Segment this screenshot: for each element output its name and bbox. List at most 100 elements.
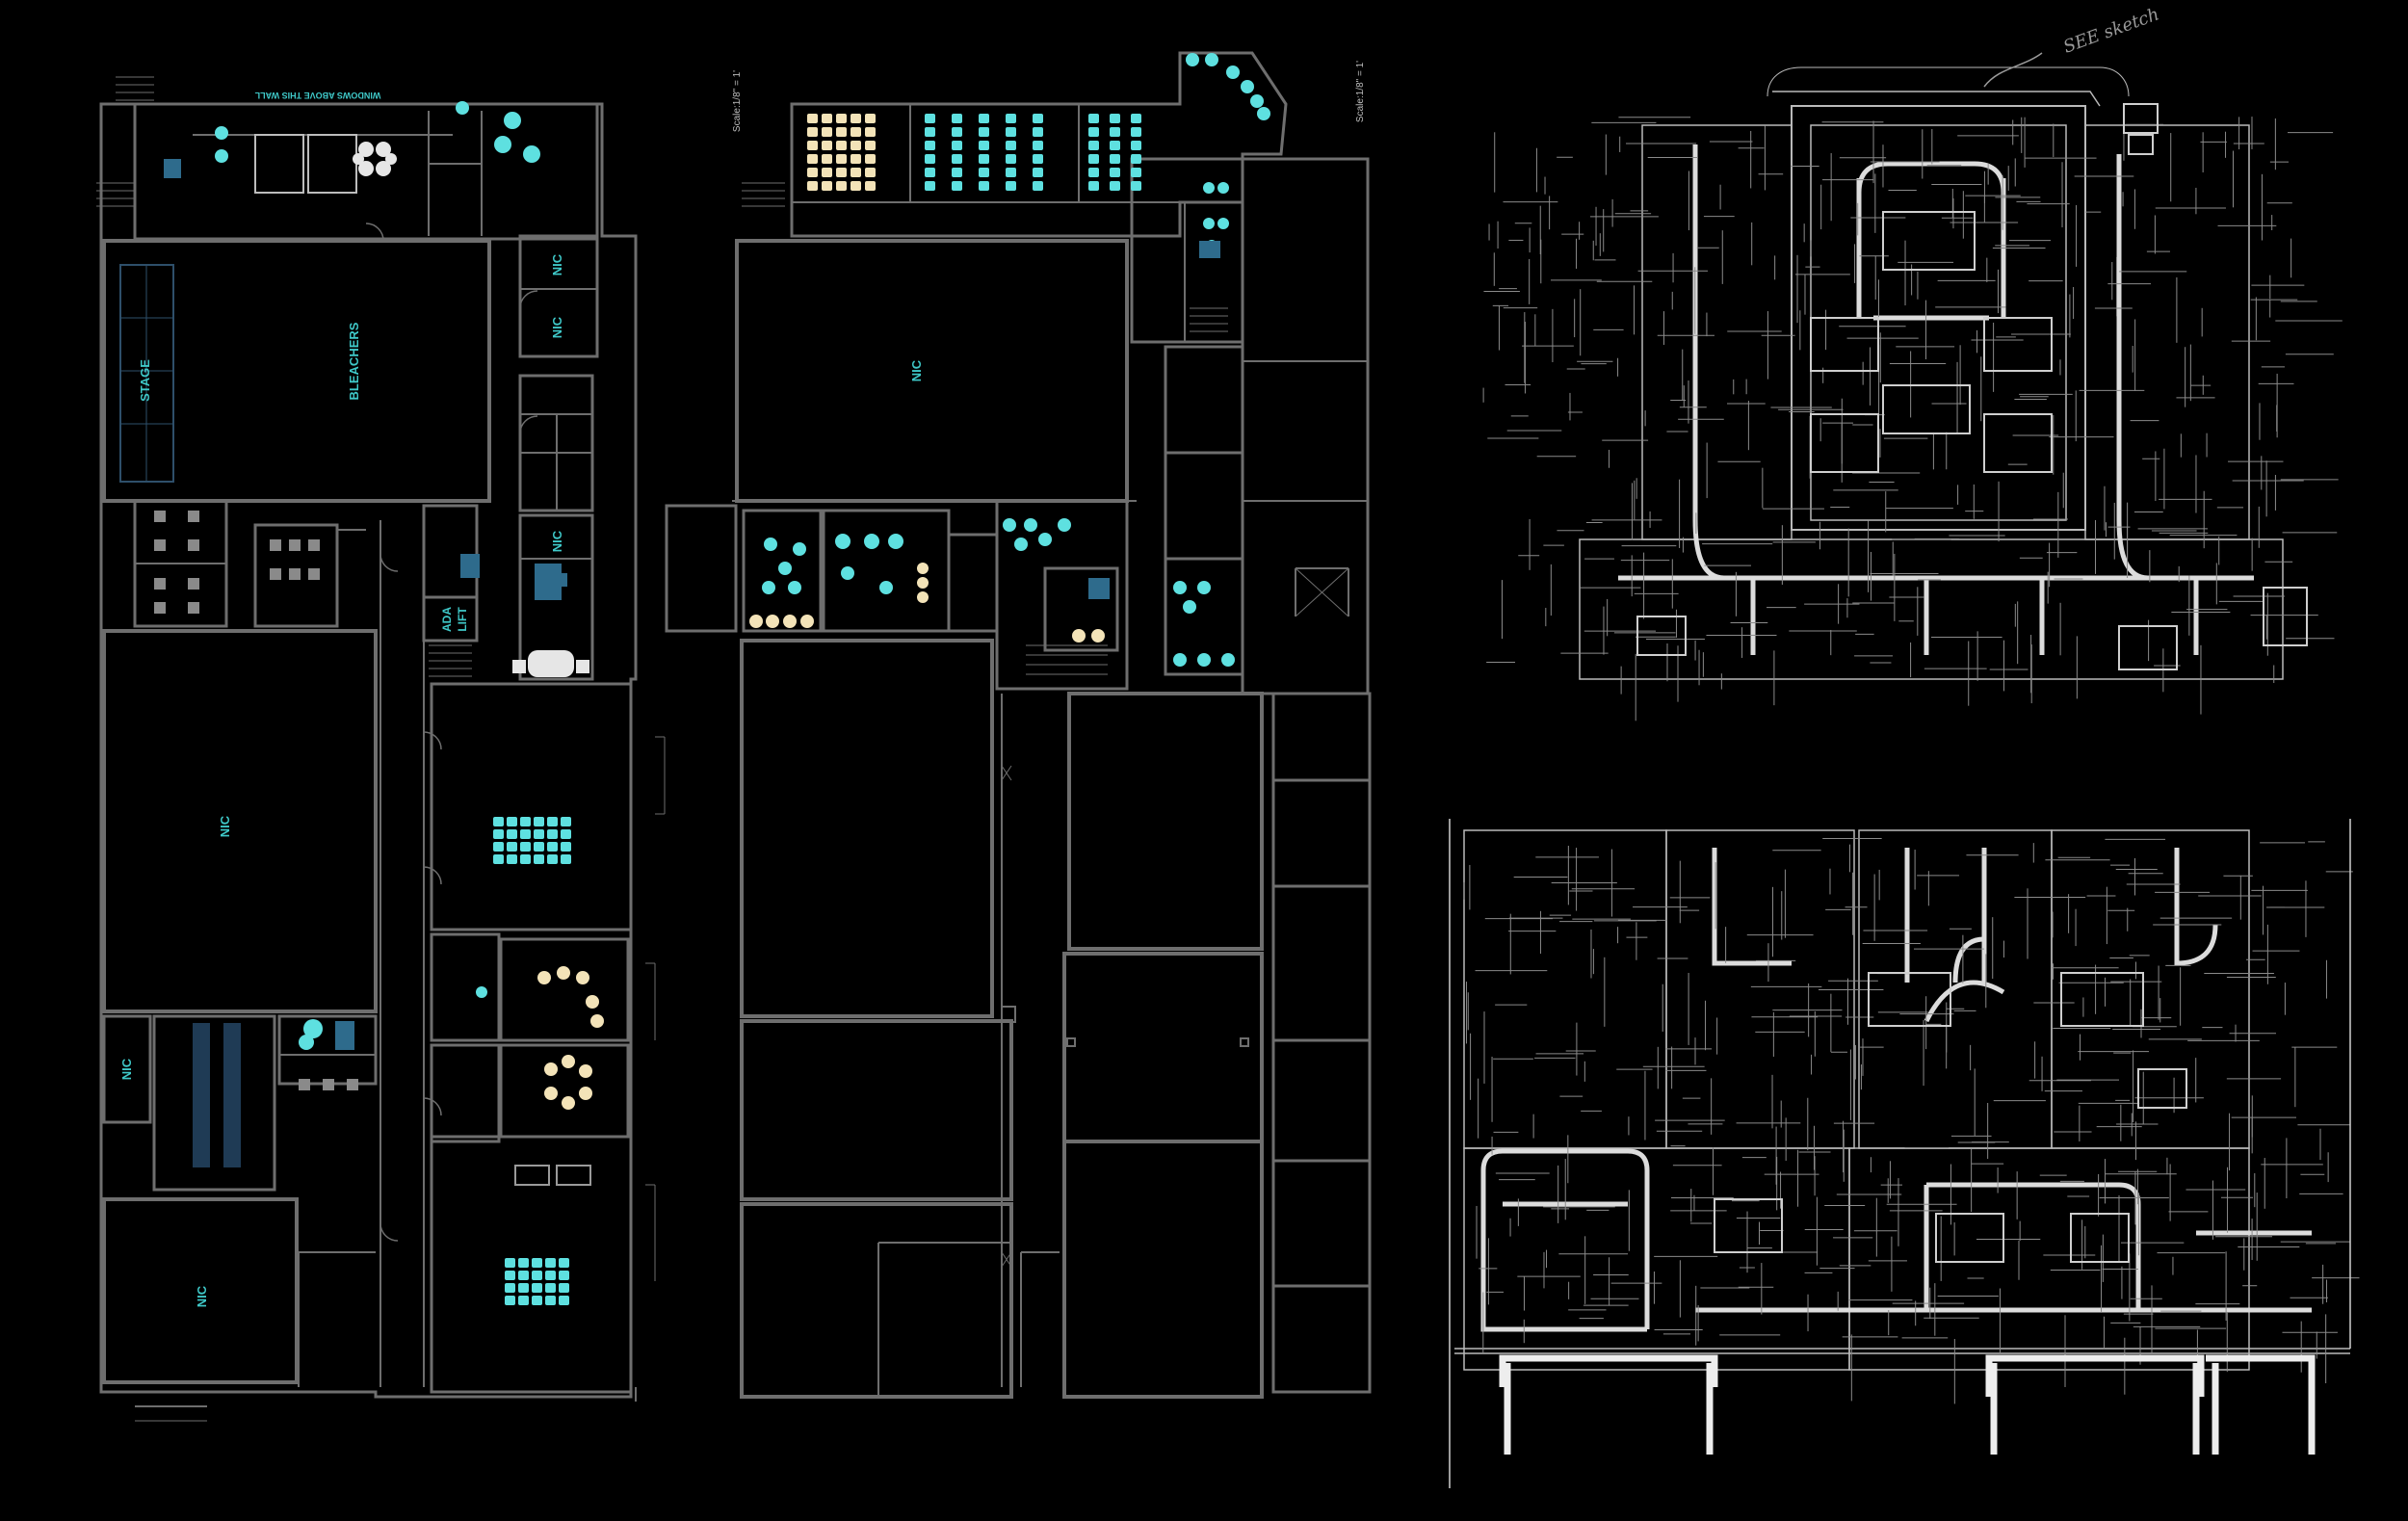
desk (952, 127, 962, 137)
desk (532, 1283, 542, 1293)
desk (1131, 154, 1141, 164)
desk (979, 168, 989, 177)
desk (925, 168, 935, 177)
desk (979, 181, 989, 191)
nic-label-gym: NIC (909, 359, 924, 381)
desk (561, 854, 571, 864)
desk (518, 1271, 529, 1280)
desk (1088, 168, 1099, 177)
desk (1033, 181, 1043, 191)
nic-label-main: NIC (218, 815, 232, 837)
desk (925, 114, 935, 123)
desk (559, 1296, 569, 1305)
desk (559, 1271, 569, 1280)
desk (507, 817, 517, 826)
desk (851, 141, 861, 150)
desk (520, 829, 531, 839)
desk (822, 114, 832, 123)
desk (505, 1283, 515, 1293)
desk (1006, 114, 1016, 123)
desk (865, 181, 876, 191)
desk (1088, 181, 1099, 191)
mechanical-blueprint (1449, 66, 2360, 1488)
desk (505, 1258, 515, 1268)
desk (1110, 181, 1120, 191)
desk (545, 1296, 556, 1305)
desk (865, 168, 876, 177)
desk (1006, 154, 1016, 164)
desk (952, 181, 962, 191)
lift-label: LIFT (456, 607, 469, 632)
left-plan-labels: WINDOWS ABOVE THIS WALL STAGE BLEACHERS … (119, 91, 564, 1307)
desk (865, 127, 876, 137)
desk (493, 842, 504, 852)
desk (822, 127, 832, 137)
desk (505, 1296, 515, 1305)
windows-wall-note: WINDOWS ABOVE THIS WALL (254, 91, 380, 100)
desk (851, 114, 861, 123)
desk (952, 114, 962, 123)
middle-floor-plan (665, 51, 1372, 1399)
desk (952, 154, 962, 164)
desk (865, 154, 876, 164)
desk (518, 1283, 529, 1293)
desk (1110, 168, 1120, 177)
desk (807, 154, 818, 164)
desk (836, 127, 847, 137)
scale-note-right: Scale:1/8" = 1' (1355, 61, 1366, 122)
desk (532, 1271, 542, 1280)
desk (1131, 168, 1141, 177)
desk (1110, 141, 1120, 150)
desk (836, 154, 847, 164)
desk (1088, 154, 1099, 164)
desk (822, 181, 832, 191)
desk (507, 842, 517, 852)
desk (1033, 114, 1043, 123)
desk (547, 829, 558, 839)
desk (559, 1283, 569, 1293)
desk (545, 1258, 556, 1268)
desk (1131, 141, 1141, 150)
desk (561, 842, 571, 852)
ada-label: ADA (440, 607, 454, 632)
desk (1006, 181, 1016, 191)
desk (518, 1296, 529, 1305)
desk (493, 817, 504, 826)
desk (925, 181, 935, 191)
desk (520, 817, 531, 826)
desk (979, 141, 989, 150)
nic-label-bottom: NIC (195, 1285, 209, 1307)
desk (534, 842, 544, 852)
desk (807, 181, 818, 191)
desk (1088, 114, 1099, 123)
desk (1006, 141, 1016, 150)
left-floor-plan (96, 76, 666, 1422)
desk (952, 168, 962, 177)
desk (534, 854, 544, 864)
desk (1006, 127, 1016, 137)
desk (1033, 141, 1043, 150)
desk (836, 114, 847, 123)
desk (822, 154, 832, 164)
desk (822, 168, 832, 177)
desk (545, 1271, 556, 1280)
desk (547, 854, 558, 864)
nic-label-side: NIC (119, 1058, 134, 1080)
desk (547, 842, 558, 852)
desk (561, 829, 571, 839)
scale-note-top: Scale:1/8" = 1' (732, 70, 743, 132)
desk (518, 1258, 529, 1268)
desk (532, 1296, 542, 1305)
middle-plan-labels: Scale:1/8" = 1' Scale:1/8" = 1' NIC (732, 61, 1366, 381)
desk (1033, 127, 1043, 137)
desk (1131, 114, 1141, 123)
desk (1006, 168, 1016, 177)
desk (534, 829, 544, 839)
desk (1110, 154, 1120, 164)
middle-plan-furniture (749, 53, 1270, 667)
desk (532, 1258, 542, 1268)
bleachers-label: BLEACHERS (347, 322, 361, 400)
desk (545, 1283, 556, 1293)
desk (561, 817, 571, 826)
